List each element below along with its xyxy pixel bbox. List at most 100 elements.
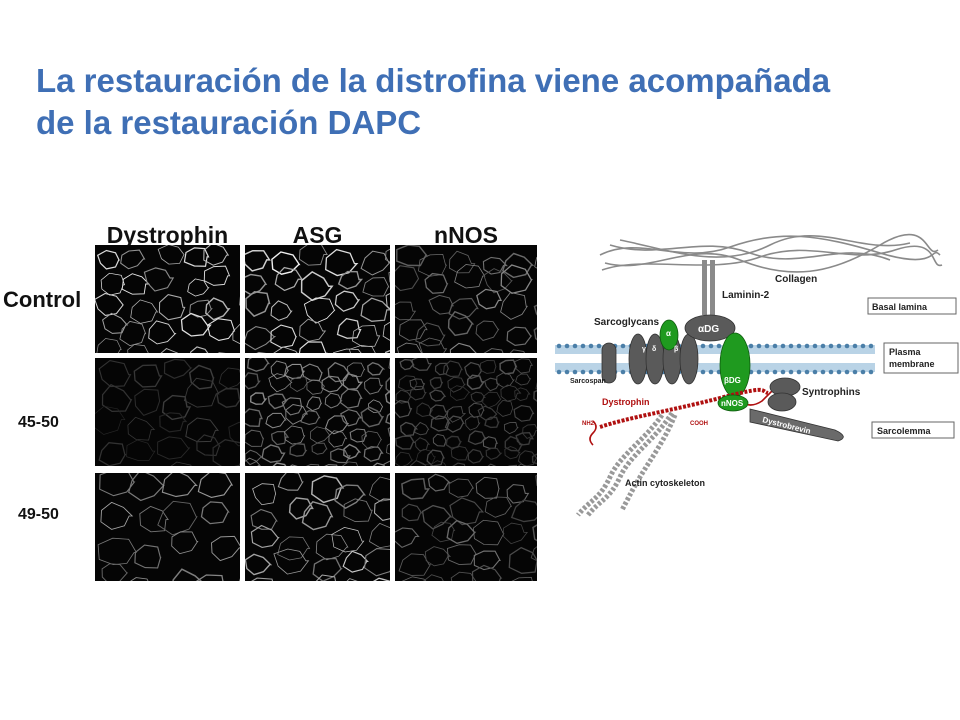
alpha-dystroglycan: [684, 314, 736, 342]
cell-outline: [513, 405, 535, 422]
cell-outline: [159, 412, 188, 433]
cell-outline: [511, 577, 533, 581]
cell-outline: [483, 268, 513, 294]
cell-outline: [228, 421, 240, 447]
cell-outline: [418, 254, 447, 277]
dystrobrevin-shape: [749, 408, 844, 442]
box-label-membrane: membrane: [889, 359, 935, 369]
cell-outline: [400, 421, 419, 437]
cell-outline: [484, 496, 513, 518]
cell-outline: [157, 245, 185, 265]
label-alpha: α: [666, 329, 671, 338]
cell-outline: [301, 363, 323, 382]
cell-outline: [482, 436, 498, 449]
cell-outline: [532, 524, 537, 542]
cell-outline: [467, 448, 485, 464]
cell-outline: [284, 425, 306, 445]
cell-outline: [119, 320, 147, 347]
label-laminin: Laminin-2: [722, 290, 770, 301]
cell-outline: [289, 376, 308, 392]
micrograph-panel: [245, 358, 390, 466]
cell-outline: [424, 546, 452, 567]
cell-outline: [429, 377, 444, 390]
cell-outline: [270, 300, 293, 321]
cell-outline: [274, 266, 304, 292]
box-label-sarcolemma: Sarcolemma: [877, 426, 932, 436]
cell-outline: [205, 297, 231, 321]
cell-outline: [126, 439, 156, 461]
micrograph-panel: [95, 358, 240, 466]
cell-outline: [127, 344, 149, 353]
cell-outline: [343, 443, 362, 460]
cell-outline: [496, 399, 514, 417]
cell-outline: [95, 292, 124, 316]
cell-outline: [250, 524, 280, 549]
box-label-plasma: Plasma: [889, 347, 922, 357]
cell-outline: [411, 358, 433, 371]
cell-outline: [245, 408, 263, 428]
label-syntrophins: Syntrophins: [802, 387, 861, 398]
cell-outline: [483, 348, 504, 353]
micrograph-panel: [395, 358, 537, 466]
column-header-nnos: nNOS: [434, 222, 498, 248]
cell-outline: [180, 312, 212, 337]
cell-outline: [369, 476, 390, 502]
cell-outline: [467, 430, 487, 446]
cell-outline: [429, 389, 447, 402]
cell-outline: [386, 443, 390, 455]
cell-outline: [130, 299, 159, 324]
cell-outline: [531, 453, 537, 465]
label-beta: β: [674, 346, 679, 353]
cell-outline: [348, 345, 376, 353]
cell-outline: [157, 436, 191, 460]
cell-outline: [515, 373, 532, 386]
cell-outline: [102, 312, 129, 334]
cell-outline: [300, 410, 321, 425]
cell-outline: [432, 433, 447, 447]
cell-outline: [188, 364, 215, 390]
cell-outline: [398, 319, 428, 341]
cell-outline: [373, 498, 390, 521]
collagen-fibers: [599, 233, 943, 273]
cell-outline: [267, 393, 289, 410]
cell-outline: [305, 463, 320, 466]
cell-outline: [334, 484, 367, 510]
cell-outline: [466, 374, 486, 391]
cell-outline: [127, 416, 156, 441]
cell-outline: [449, 342, 477, 353]
cell-outline: [306, 379, 325, 395]
cell-outline: [172, 568, 203, 581]
cell-outline: [298, 341, 328, 353]
cell-outline: [503, 522, 529, 545]
cell-outline: [535, 382, 537, 390]
cell-outline: [97, 537, 138, 566]
cell-outline: [265, 412, 287, 429]
cell-outline: [448, 250, 476, 274]
label-gamma: γ: [642, 346, 646, 353]
cell-outline: [479, 360, 497, 374]
cell-outline: [346, 578, 358, 581]
cell-outline: [121, 273, 150, 295]
cell-outline: [522, 423, 537, 439]
cell-outline: [324, 464, 338, 466]
cell-outline: [446, 406, 467, 423]
cell-outline: [395, 527, 420, 549]
cell-outline: [342, 461, 358, 466]
cell-outline: [324, 392, 343, 409]
cell-outline: [360, 250, 390, 276]
cell-outline: [515, 431, 534, 446]
cell-outline: [383, 460, 390, 466]
cell-outline: [157, 500, 198, 536]
cell-outline: [395, 435, 416, 450]
cell-outline: [477, 405, 498, 421]
cell-outline: [530, 546, 537, 562]
cell-outline: [388, 358, 390, 370]
row-header-control: Control: [3, 287, 82, 312]
cell-outline: [415, 322, 446, 347]
cell-outline: [475, 320, 500, 342]
cell-outline: [385, 376, 390, 394]
cell-outline: [211, 535, 240, 562]
cell-outline: [399, 358, 415, 371]
cell-outline: [452, 462, 466, 466]
cell-outline: [321, 375, 345, 393]
